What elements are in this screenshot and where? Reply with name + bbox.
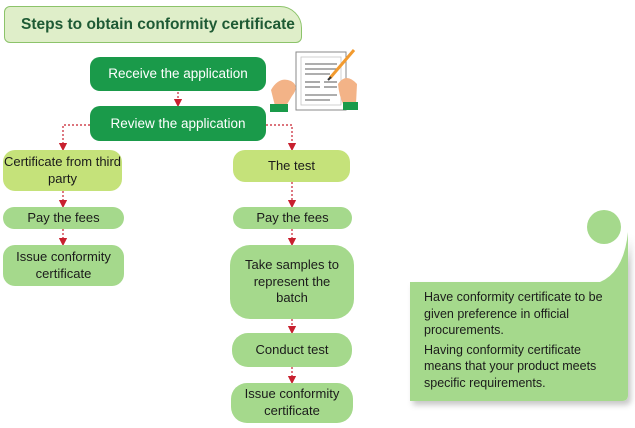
- note-bubble: [410, 232, 628, 401]
- hands-writing-document-icon: [270, 49, 358, 112]
- review-application-step: Review the application: [90, 106, 266, 141]
- note-text: Have conformity certificate to be given …: [424, 289, 614, 394]
- left-issue-certificate-step: Issue conformity certificate: [3, 245, 124, 286]
- right-issue-certificate-step: Issue conformity certificate: [231, 383, 353, 423]
- note-line-requirements: Having conformity certificate means that…: [424, 342, 597, 390]
- certificate-from-third-party-step: Certificate from third party: [3, 150, 122, 191]
- take-samples-step: Take samples to represent the batch: [230, 245, 354, 319]
- the-test-step: The test: [233, 150, 350, 182]
- conduct-test-step: Conduct test: [232, 333, 352, 367]
- receive-application-step: Receive the application: [90, 57, 266, 91]
- note-line-preference: Have conformity certificate to be given …: [424, 290, 603, 337]
- right-pay-fees-step: Pay the fees: [233, 207, 352, 229]
- page-title: Steps to obtain conformity certificate: [4, 6, 302, 43]
- left-pay-fees-step: Pay the fees: [3, 207, 124, 229]
- note-bubble-dot: [587, 210, 621, 244]
